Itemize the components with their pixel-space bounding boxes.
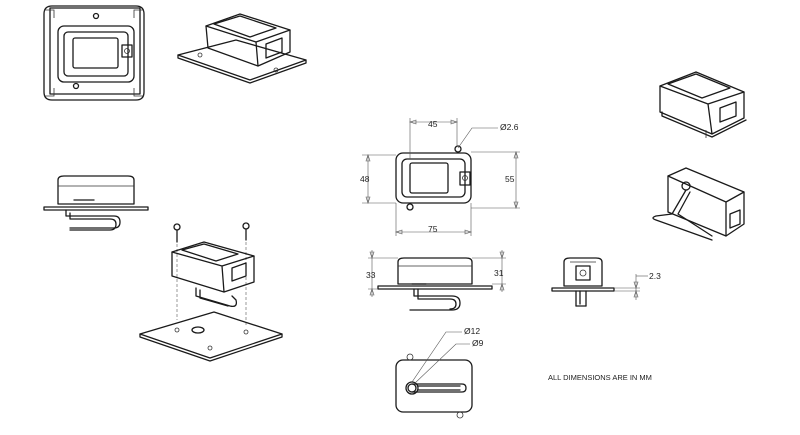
- dim-dia-inner: Ø9: [472, 338, 484, 348]
- bottom-view: [395, 331, 473, 419]
- dim-height-left: 48: [360, 174, 370, 184]
- side-view-dimensioned: [368, 250, 506, 311]
- isometric-box-right: [659, 71, 747, 138]
- exploded-isometric: [139, 222, 283, 362]
- screw-left: [173, 223, 181, 320]
- dim-width-bottom: 75: [428, 224, 438, 234]
- dim-height-right: 55: [505, 174, 515, 184]
- side-view-with-lead: [43, 175, 149, 231]
- dim-side-left: 33: [366, 270, 376, 280]
- dim-flange-thickness: 2.3: [649, 271, 661, 281]
- isometric-box-on-plate: [177, 13, 307, 84]
- front-view: [362, 118, 520, 236]
- end-view: [551, 257, 648, 307]
- isometric-rear-view: [652, 167, 745, 241]
- units-note: ALL DIMENSIONS ARE IN MM: [548, 373, 652, 382]
- dim-side-right: 31: [494, 268, 504, 278]
- dim-hole-small: Ø2.6: [500, 122, 519, 132]
- dim-dia-outer: Ø12: [464, 326, 480, 336]
- dim-width-top: 45: [428, 119, 438, 129]
- cover-plate-top-view: [43, 5, 145, 101]
